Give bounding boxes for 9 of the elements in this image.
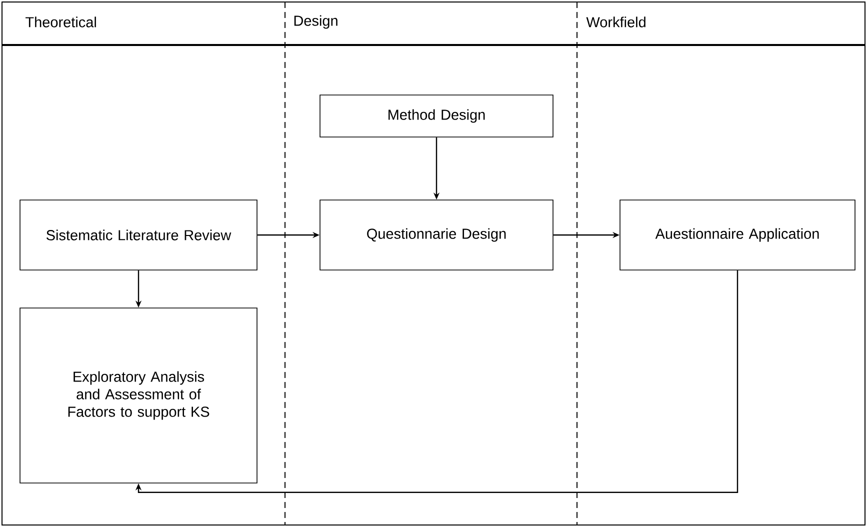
process-box: Auestionnaire Application [620, 200, 856, 270]
lane-heading: Theoretical [26, 16, 96, 28]
process-box: Method Design [320, 94, 554, 138]
process-box: Exploratory Analysis and Assessment of Factors to support KS [20, 308, 258, 484]
arrow [135, 270, 738, 493]
lane-heading: Workfield [586, 16, 646, 28]
lane-heading: Design [294, 15, 338, 29]
process-box: Sistematic Literature Review [20, 200, 258, 270]
process-box: Questionnarie Design [320, 200, 554, 270]
